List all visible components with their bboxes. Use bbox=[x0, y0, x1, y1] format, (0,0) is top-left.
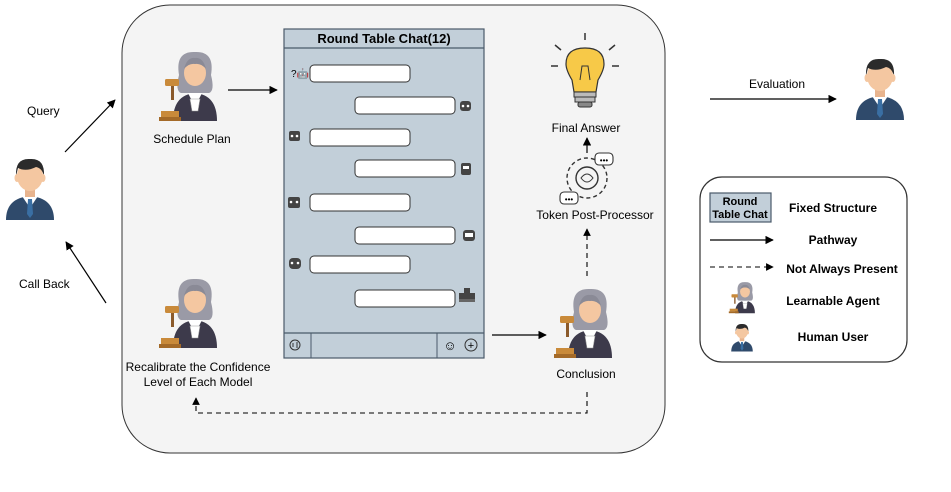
robot-face-icon bbox=[289, 131, 300, 141]
robot-assistant-icon bbox=[463, 230, 475, 241]
call-back-label: Call Back bbox=[19, 277, 71, 291]
chat-message-right bbox=[354, 289, 456, 308]
conclusion-to-recalibrate-dashed-arrow bbox=[192, 392, 588, 414]
svg-text:•••: ••• bbox=[565, 195, 574, 204]
add-circle-icon[interactable] bbox=[464, 338, 478, 352]
chat-message-right bbox=[354, 96, 456, 115]
emoji-icon[interactable]: ☺ bbox=[443, 338, 456, 353]
call-back-arrow bbox=[65, 241, 107, 304]
legend-learnable-agent: Learnable Agent bbox=[786, 294, 880, 308]
chat-message-right bbox=[354, 159, 456, 178]
conclusion-label: Conclusion bbox=[556, 367, 615, 381]
robot-chat-icon bbox=[288, 197, 300, 208]
robot-desk-icon bbox=[459, 288, 475, 302]
schedule-plan-label: Schedule Plan bbox=[153, 132, 230, 146]
legend-human-user: Human User bbox=[798, 330, 869, 344]
chat-message-left bbox=[309, 255, 411, 274]
chat-input-field[interactable] bbox=[312, 334, 436, 357]
light-bulb-icon bbox=[551, 33, 619, 108]
legend-box-line2: Table Chat bbox=[712, 209, 768, 221]
robot-arm-icon bbox=[461, 163, 471, 175]
recalibrate-label-line2: Level of Each Model bbox=[144, 375, 253, 389]
legend-box bbox=[699, 176, 908, 363]
evaluator-user-icon bbox=[856, 58, 904, 120]
round-table-chat-window: Round Table Chat(12) ?🤖 ☺ + bbox=[283, 28, 485, 359]
legend-not-always-present: Not Always Present bbox=[786, 262, 898, 276]
query-arrow bbox=[64, 99, 116, 153]
add-icon[interactable]: + bbox=[468, 340, 474, 352]
final-answer-label: Final Answer bbox=[552, 121, 621, 135]
svg-text:•••: ••• bbox=[600, 156, 609, 165]
chat-message-left bbox=[309, 193, 411, 212]
chat-title: Round Table Chat(12) bbox=[317, 31, 450, 46]
robot-question-icon: ?🤖 bbox=[291, 67, 309, 80]
legend-chat-swatch bbox=[709, 192, 772, 223]
recalibrate-label-line1: Recalibrate the Confidence bbox=[126, 360, 271, 374]
chat-message-left bbox=[309, 128, 411, 147]
token-post-processor-label: Token Post-Processor bbox=[536, 208, 653, 222]
robot-headset-icon bbox=[460, 101, 471, 111]
legend-pathway: Pathway bbox=[809, 233, 858, 247]
voice-icon[interactable] bbox=[289, 339, 301, 351]
chat-message-left bbox=[309, 64, 411, 83]
legend: Round Table Chat Fixed Structure Pathway… bbox=[699, 176, 908, 363]
robot-round-icon bbox=[289, 258, 301, 269]
legend-box-line1: Round bbox=[723, 196, 758, 208]
chat-message-right bbox=[354, 226, 456, 245]
legend-fixed-structure: Fixed Structure bbox=[789, 201, 877, 215]
query-label: Query bbox=[27, 104, 60, 118]
brain-gear-icon: ••• ••• bbox=[559, 152, 614, 205]
human-user-icon bbox=[6, 158, 54, 220]
evaluation-label: Evaluation bbox=[749, 77, 805, 91]
